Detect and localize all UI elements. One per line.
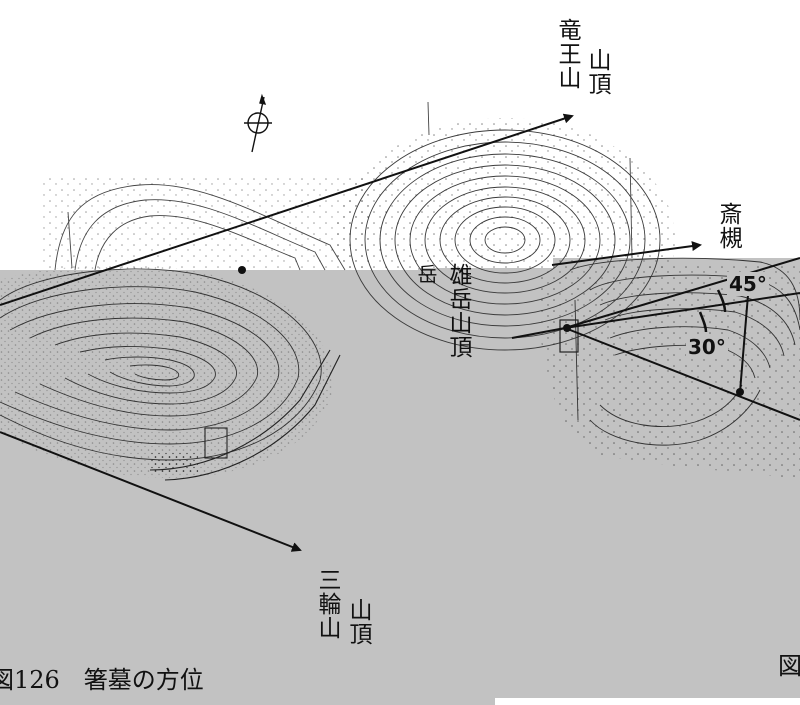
angle-label-45: 45° xyxy=(727,272,769,296)
figure-caption-right: 図 xyxy=(778,652,800,680)
label-miwa-col1: 三輪山 xyxy=(314,568,340,640)
angle-label-30: 30° xyxy=(686,335,728,359)
bearing-miwa xyxy=(0,431,302,552)
right-site-marker xyxy=(559,319,579,353)
bearing-sai-top xyxy=(551,241,702,266)
angle-arcs xyxy=(698,289,727,333)
right-end-node xyxy=(736,388,744,396)
bearing-sai xyxy=(564,292,800,329)
bearing-right-up xyxy=(564,257,800,329)
bearing-node xyxy=(238,266,246,274)
bottom-strip xyxy=(495,698,800,705)
upper-mound-stipple xyxy=(335,118,675,270)
square-mound-stipple xyxy=(40,175,370,270)
figure-caption-left: 図126 箸墓の方位 xyxy=(0,666,204,694)
bearing-right-left xyxy=(511,327,566,339)
label-sai: 斎槻 xyxy=(715,202,741,250)
bearing-right-vertical xyxy=(739,294,749,393)
label-ryuozan-col2: 山頂 xyxy=(584,48,610,96)
bearing-ryuozan xyxy=(0,113,574,306)
lower-left-mound-stipple xyxy=(0,264,334,478)
label-ryuozan-col1: 竜王山 xyxy=(554,18,580,90)
label-miwa-col2: 山頂 xyxy=(345,598,371,646)
bearing-right-down xyxy=(564,327,800,421)
bearing-lines xyxy=(0,113,800,552)
label-odake: 雄岳山頂 xyxy=(445,263,471,359)
label-odake-partial: 岳 xyxy=(414,264,438,285)
north-compass-icon xyxy=(244,93,272,153)
right-origin-node xyxy=(563,324,571,332)
embankment xyxy=(149,349,341,481)
